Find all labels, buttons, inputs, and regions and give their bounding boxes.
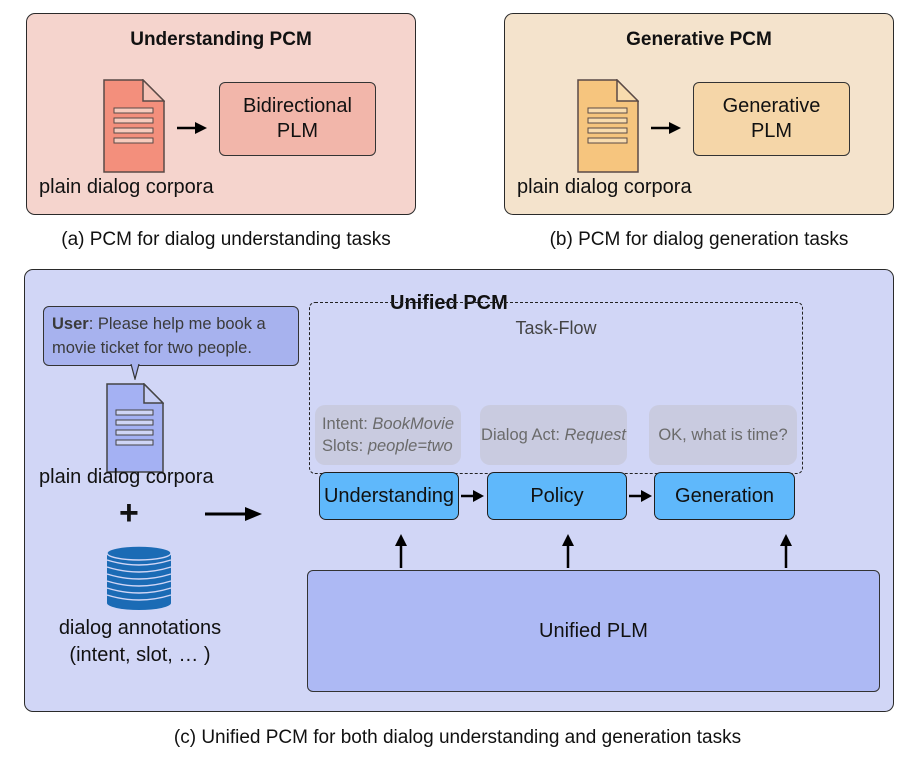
generative-pcm-title: Generative PCM bbox=[626, 29, 772, 50]
user-utterance-bubble: User: Please help me book a movie ticket… bbox=[43, 306, 299, 366]
caption-a: (a) PCM for dialog understanding tasks bbox=[61, 229, 391, 250]
annotations-line2: (intent, slot, … ) bbox=[69, 644, 211, 666]
arrow-up-icon bbox=[395, 534, 407, 568]
document-icon bbox=[106, 383, 164, 473]
arrow-right-icon bbox=[461, 490, 484, 502]
arrow-right-icon bbox=[629, 490, 652, 502]
model-label-line1: Bidirectional bbox=[243, 95, 352, 117]
document-icon bbox=[577, 79, 639, 173]
database-icon bbox=[106, 545, 172, 610]
model-label-line2: PLM bbox=[276, 120, 319, 142]
task-flow-label: Task-Flow bbox=[515, 318, 597, 338]
model-label-line2: PLM bbox=[750, 120, 793, 142]
plain-dialog-corpora-label: plain dialog corpora bbox=[517, 176, 692, 198]
policy-module-label: Policy bbox=[530, 484, 584, 507]
generation-output-hint: OK, what is time? bbox=[649, 405, 797, 465]
dialog-act-prefix: Dialog Act: bbox=[481, 426, 565, 444]
arrow-right-icon bbox=[651, 122, 681, 134]
generative-pcm-panel: Generative PCM Generative PLM plain dial… bbox=[504, 13, 894, 215]
annotations-line1: dialog annotations bbox=[58, 617, 222, 639]
understanding-output-hint: Intent: BookMovie Slots: people=two bbox=[315, 405, 461, 465]
generation-response-text: OK, what is time? bbox=[658, 426, 788, 444]
plus-sign: + bbox=[119, 494, 139, 532]
dialog-act-value: Request bbox=[564, 426, 626, 444]
understanding-pcm-panel: Understanding PCM Bidirectional PLM plai… bbox=[26, 13, 416, 215]
bidirectional-plm-box: Bidirectional PLM bbox=[219, 82, 376, 156]
unified-pcm-panel: Unified PCM User: Please help me book a … bbox=[24, 269, 894, 712]
generative-plm-box: Generative PLM bbox=[693, 82, 850, 156]
slots-prefix: Slots: bbox=[321, 437, 368, 455]
policy-module: Policy bbox=[487, 472, 627, 520]
plain-dialog-corpora-label: plain dialog corpora bbox=[39, 176, 214, 198]
speaker-label: User bbox=[52, 315, 89, 333]
intent-prefix: Intent: bbox=[321, 415, 373, 433]
understanding-module: Understanding bbox=[319, 472, 459, 520]
utterance-line2: movie ticket for two people. bbox=[52, 339, 252, 357]
slots-value: people=two bbox=[367, 437, 453, 455]
arrow-up-icon bbox=[780, 534, 792, 568]
arrow-right-icon bbox=[177, 122, 207, 134]
generation-module: Generation bbox=[654, 472, 795, 520]
intent-value: BookMovie bbox=[372, 415, 455, 433]
understanding-module-label: Understanding bbox=[323, 484, 455, 507]
bubble-tail bbox=[130, 364, 140, 380]
model-label-line1: Generative bbox=[722, 95, 821, 117]
unified-pcm-title: Unified PCM bbox=[390, 292, 508, 314]
plain-dialog-corpora-label: plain dialog corpora bbox=[39, 466, 214, 488]
utterance-line1: : Please help me book a bbox=[88, 315, 266, 333]
arrow-up-icon bbox=[562, 534, 574, 568]
generation-module-label: Generation bbox=[675, 484, 774, 507]
policy-output-hint: Dialog Act: Request bbox=[480, 405, 627, 465]
unified-plm-box: Unified PLM bbox=[307, 570, 880, 692]
unified-plm-label: Unified PLM bbox=[539, 619, 648, 642]
dialog-annotations-label: dialog annotations (intent, slot, … ) bbox=[25, 615, 255, 669]
caption-b: (b) PCM for dialog generation tasks bbox=[549, 229, 849, 250]
arrow-right-icon bbox=[205, 507, 262, 521]
document-icon bbox=[103, 79, 165, 173]
understanding-pcm-title: Understanding PCM bbox=[130, 29, 312, 50]
caption-c: (c) Unified PCM for both dialog understa… bbox=[173, 727, 742, 748]
